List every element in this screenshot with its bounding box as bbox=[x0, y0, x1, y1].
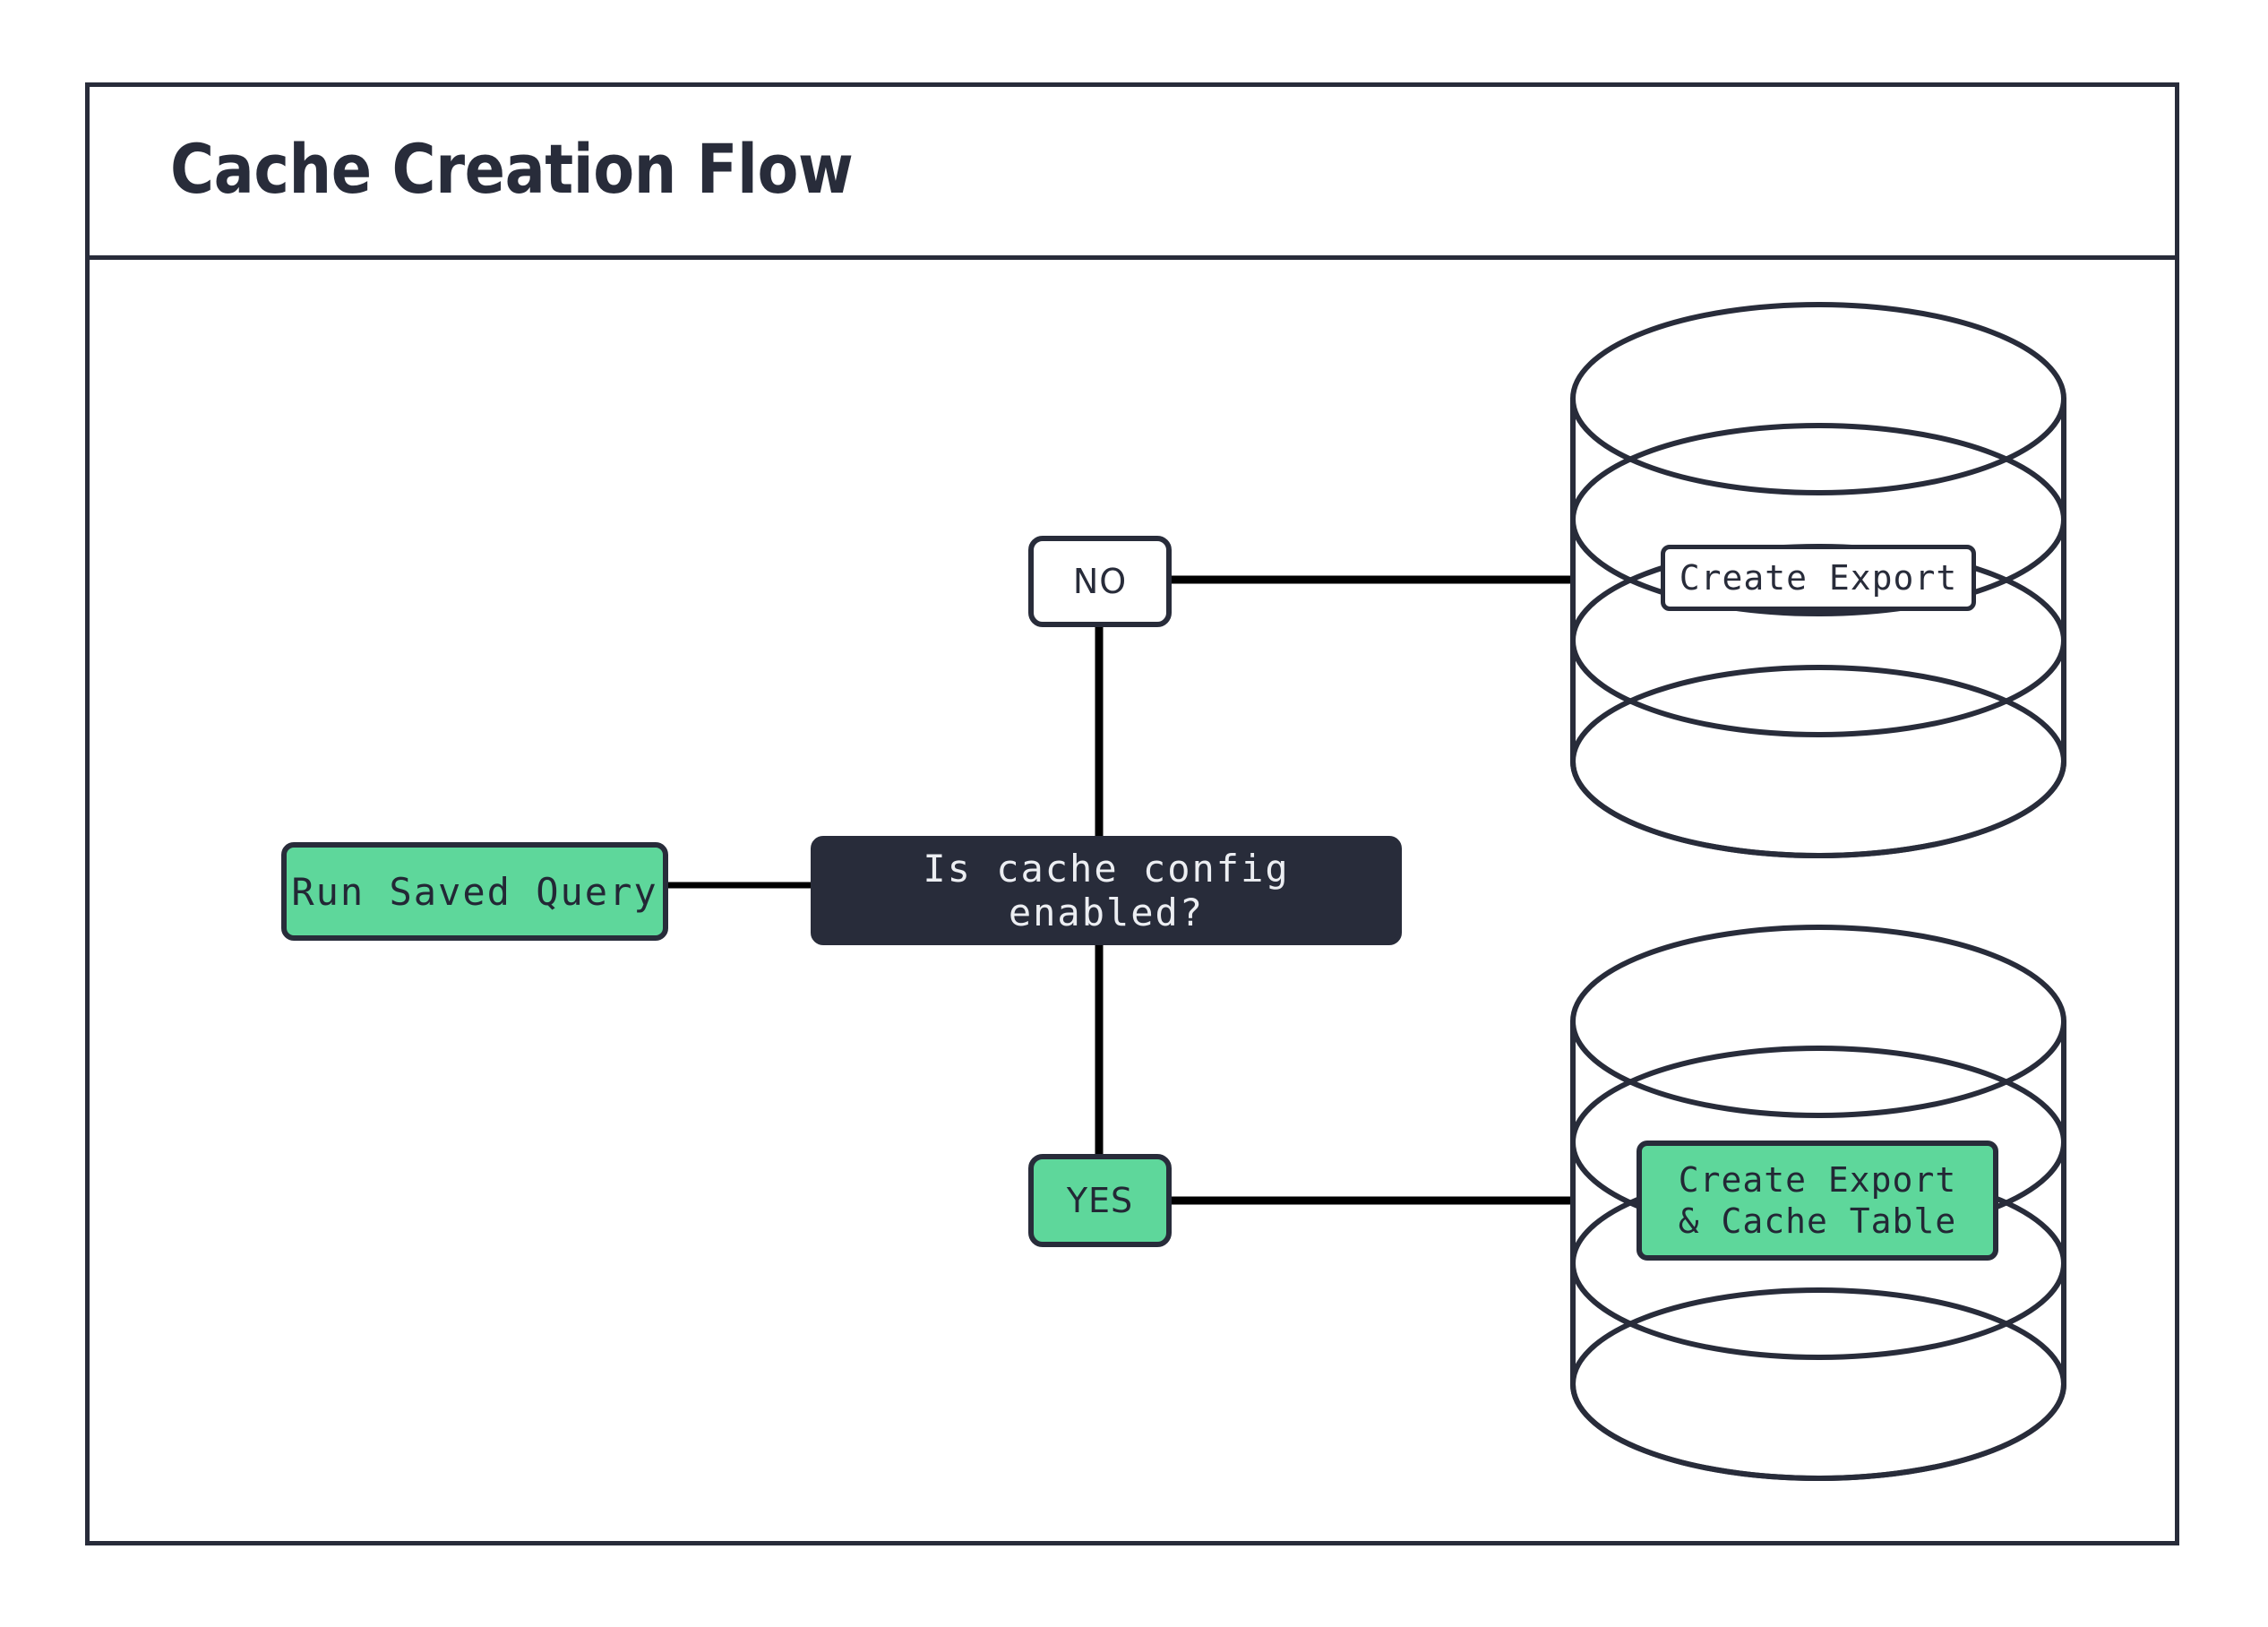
node-create-export-cache-line1: Create Export bbox=[1678, 1159, 1957, 1200]
node-label-no[interactable]: NO bbox=[1028, 536, 1172, 627]
node-run-saved-query[interactable]: Run Saved Query bbox=[281, 842, 668, 941]
node-decision-is-cache-config-enabled[interactable]: Is cache config enabled? bbox=[811, 836, 1402, 945]
diagram-frame bbox=[85, 82, 2179, 1545]
node-label-yes[interactable]: YES bbox=[1028, 1154, 1172, 1247]
node-create-export-and-cache-table[interactable]: Create Export & Cache Table bbox=[1637, 1141, 1998, 1261]
page-title: Cache Creation Flow bbox=[170, 129, 854, 209]
diagram-title-bar: Cache Creation Flow bbox=[85, 82, 2179, 260]
node-create-export-cache-line2: & Cache Table bbox=[1678, 1201, 1957, 1241]
node-create-export[interactable]: Create Export bbox=[1661, 545, 1976, 611]
